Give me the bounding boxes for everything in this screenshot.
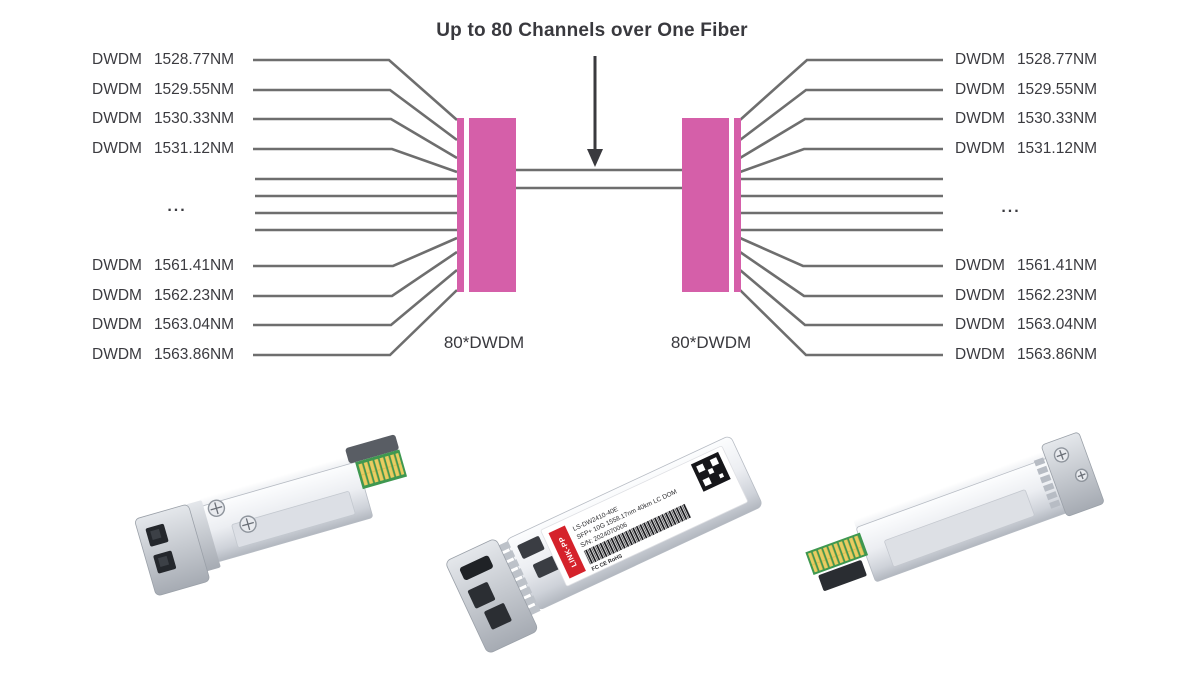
screw-icon: [1074, 468, 1089, 482]
channel-wavelength: 1530.33NM: [1016, 110, 1098, 127]
channel-wavelength: 1562.23NM: [1016, 287, 1098, 304]
lc-duplex-port-icon: [135, 504, 210, 596]
channel-prefix: DWDM: [955, 287, 1005, 304]
channel-prefix: DWDM: [92, 346, 142, 363]
channel-wavelength: 1562.23NM: [153, 287, 235, 304]
cage-slot: [345, 434, 399, 464]
sfp-module-right-body: [805, 432, 1104, 591]
screw-icon: [239, 515, 257, 533]
channel-wavelength: 1561.41NM: [1016, 257, 1098, 274]
channel-label-left-5: DWDM 1561.41NM: [92, 255, 234, 277]
channel-prefix: DWDM: [955, 346, 1005, 363]
channel-wavelength: 1528.77NM: [153, 51, 235, 68]
pcb-icon: [805, 532, 869, 591]
channel-prefix: DWDM: [92, 140, 142, 157]
channel-wavelength: 1563.04NM: [153, 316, 235, 333]
channel-label-left-7: DWDM 1563.04NM: [92, 314, 234, 336]
sfp-module-center-body: LINK-PP LS-DW2410-40E SFP+ 10G 1558.17nm…: [446, 436, 762, 653]
lc-duplex-port-icon: [446, 539, 538, 653]
sfp-module-right: [805, 432, 1104, 591]
left-ellipsis: ...: [167, 198, 187, 215]
pcb-icon: [355, 449, 408, 490]
channel-label-right-5: DWDM 1561.41NM: [955, 255, 1097, 277]
channel-prefix: DWDM: [92, 51, 142, 68]
mux-left-strip: [457, 118, 464, 292]
channel-wavelength: 1531.12NM: [1016, 140, 1098, 157]
channel-label-left-1: DWDM 1528.77NM: [92, 49, 234, 71]
channel-prefix: DWDM: [955, 81, 1005, 98]
channel-wavelength: 1530.33NM: [153, 110, 235, 127]
channel-label-left-3: DWDM 1530.33NM: [92, 108, 234, 130]
mux-right-strip: [734, 118, 741, 292]
housing-recess: [884, 489, 1035, 567]
channel-label-left-6: DWDM 1562.23NM: [92, 285, 234, 307]
channel-label-left-2: DWDM 1529.55NM: [92, 79, 234, 101]
qr-code-icon: [690, 451, 731, 492]
barcode-icon: [583, 503, 692, 565]
diagram-title: Up to 80 Channels over One Fiber: [436, 20, 748, 41]
channel-wavelength: 1563.86NM: [153, 346, 235, 363]
screw-icon: [207, 499, 226, 517]
gold-fingers-icon: [807, 535, 866, 573]
right-channel-lines: [739, 58, 943, 357]
left-channel-lines: [253, 58, 458, 357]
channel-wavelength: 1529.55NM: [1016, 81, 1098, 98]
channel-label-right-6: DWDM 1562.23NM: [955, 285, 1097, 307]
down-arrow-icon: [587, 56, 603, 167]
channel-wavelength: 1531.12NM: [153, 140, 235, 157]
channel-label-right-4: DWDM 1531.12NM: [955, 138, 1097, 160]
mux-left-body: [469, 118, 516, 292]
sfp-module-left-body: [135, 434, 408, 596]
right-ellipsis: ...: [1001, 199, 1021, 216]
channel-wavelength: 1563.04NM: [1016, 316, 1098, 333]
channel-prefix: DWDM: [955, 316, 1005, 333]
sfp-module-left: [135, 434, 408, 596]
channel-label-right-8: DWDM 1563.86NM: [955, 344, 1097, 366]
channel-label-right-7: DWDM 1563.04NM: [955, 314, 1097, 336]
emi-fingers: [1033, 457, 1061, 509]
channel-wavelength: 1528.77NM: [1016, 51, 1098, 68]
top-slot: [517, 536, 545, 559]
mux-right-label: 80*DWDM: [670, 333, 752, 352]
mux-right-body: [682, 118, 729, 292]
channel-prefix: DWDM: [955, 257, 1005, 274]
channel-wavelength: 1561.41NM: [153, 257, 235, 274]
dwdm-diagram: [253, 56, 943, 357]
channel-prefix: DWDM: [955, 110, 1005, 127]
channel-label-right-3: DWDM 1530.33NM: [955, 108, 1097, 130]
channel-prefix: DWDM: [92, 110, 142, 127]
housing-recess: [231, 491, 356, 548]
collar: [186, 500, 221, 572]
channel-prefix: DWDM: [92, 316, 142, 333]
mux-block-left: [457, 118, 516, 292]
channel-label-right-1: DWDM 1528.77NM: [955, 49, 1097, 71]
channel-label-left-4: DWDM 1531.12NM: [92, 138, 234, 160]
gold-fingers-icon: [357, 452, 405, 486]
mux-left-label: 80*DWDM: [443, 333, 525, 352]
top-slot: [533, 555, 560, 578]
channel-wavelength: 1529.55NM: [153, 81, 235, 98]
channel-label-right-2: DWDM 1529.55NM: [955, 79, 1097, 101]
mux-block-right: [682, 118, 741, 292]
channel-prefix: DWDM: [955, 140, 1005, 157]
sfp-module-center: LINK-PP LS-DW2410-40E SFP+ 10G 1558.17nm…: [446, 436, 762, 653]
channel-wavelength: 1563.86NM: [1016, 346, 1098, 363]
channel-prefix: DWDM: [955, 51, 1005, 68]
product-label: LINK-PP LS-DW2410-40E SFP+ 10G 1558.17nm…: [540, 445, 748, 587]
rear-port: [818, 560, 867, 591]
channel-prefix: DWDM: [92, 81, 142, 98]
channel-prefix: DWDM: [92, 257, 142, 274]
channel-label-left-8: DWDM 1563.86NM: [92, 344, 234, 366]
brand-logo: [548, 525, 586, 579]
screw-icon: [1053, 447, 1070, 463]
channel-prefix: DWDM: [92, 287, 142, 304]
one-fiber-link: [516, 168, 682, 190]
